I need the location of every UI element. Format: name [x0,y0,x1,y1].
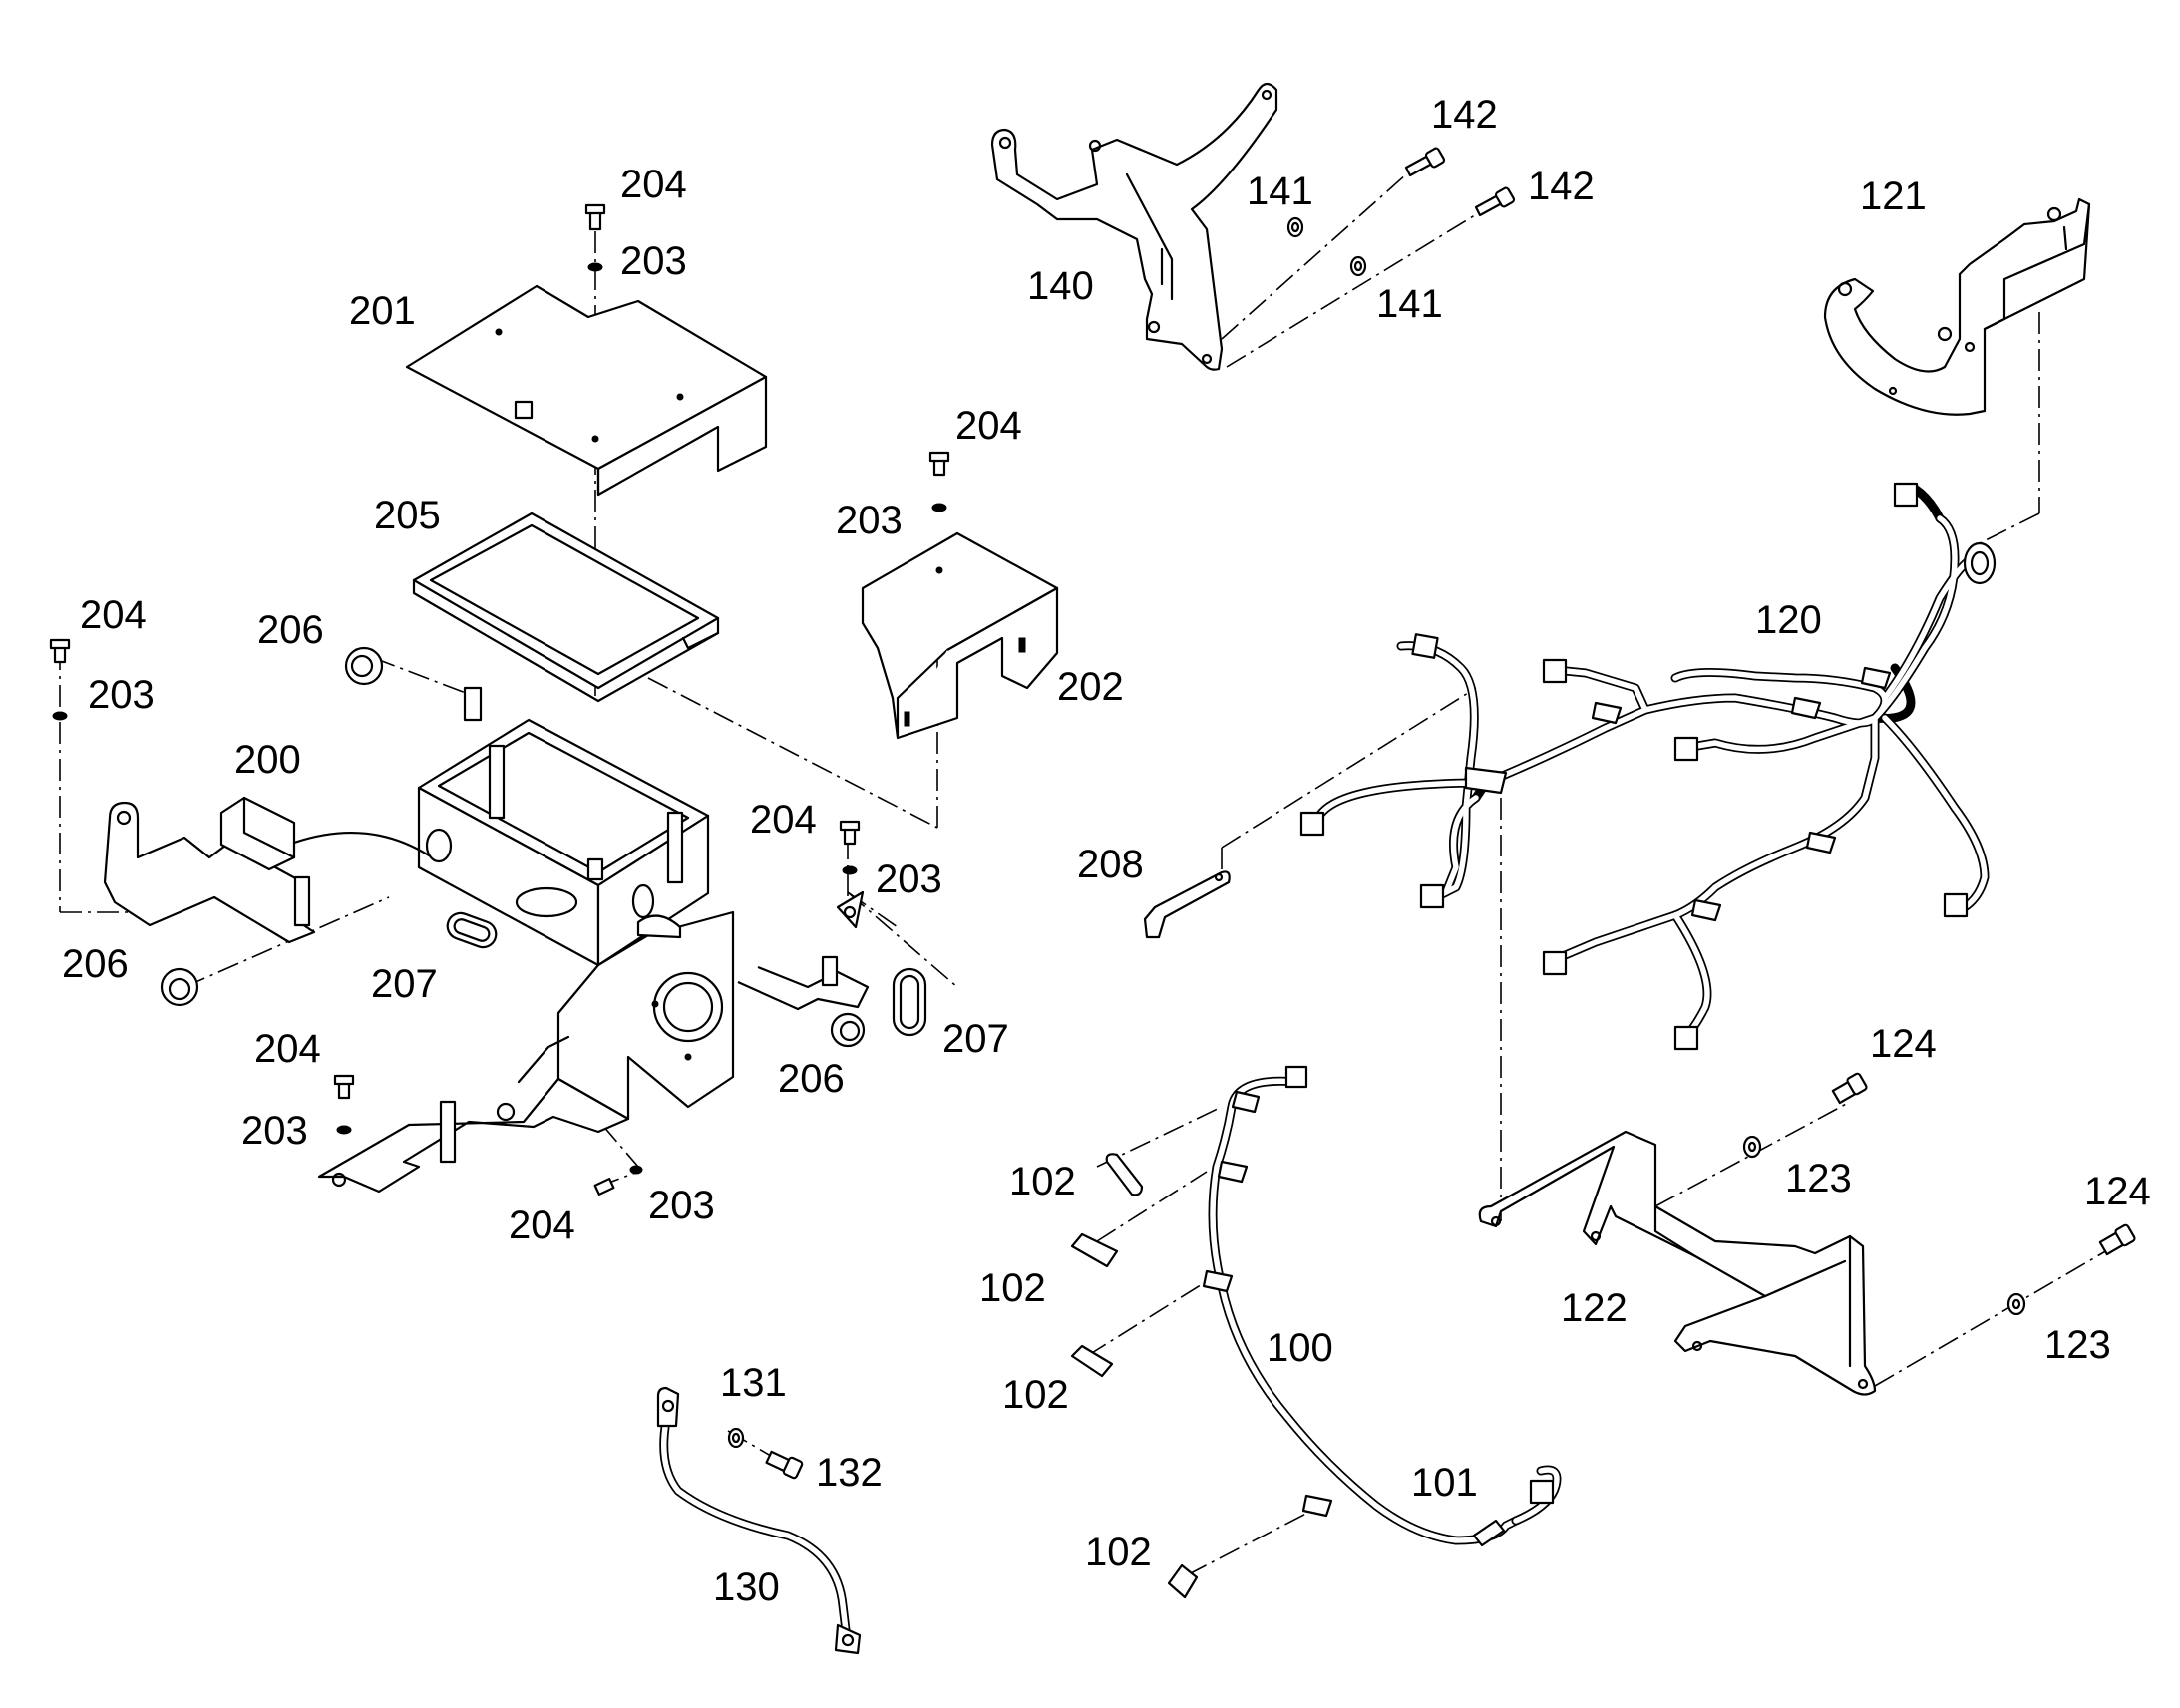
part-201-cover [405,284,768,497]
part-200-box [103,686,870,1194]
label-123: 123 [1785,1157,1852,1200]
callout-labels: 204 203 201 205 204 203 206 200 206 207 … [62,93,2151,1609]
label-208: 208 [1077,843,1144,886]
leader-lines [59,173,2115,1576]
part-205-gasket [412,512,720,703]
label-203: 203 [648,1184,715,1227]
part-120-harness [1299,482,1997,1051]
label-206: 206 [62,942,129,986]
part-122-bracket [1478,1130,1877,1396]
part-140-bracket [990,82,1278,371]
part-208-bracket [1143,870,1231,939]
label-140: 140 [1027,264,1094,308]
label-204: 204 [620,163,687,206]
label-203: 203 [620,239,687,283]
part-102-clips [1070,1153,1199,1599]
label-204: 204 [254,1027,321,1071]
label-102: 102 [1085,1531,1152,1574]
part-202-shield [861,531,1059,740]
label-131: 131 [720,1361,787,1405]
label-124: 124 [2084,1170,2151,1213]
part-130-cable [656,1386,862,1655]
label-124: 124 [1870,1022,1937,1066]
label-120: 120 [1755,598,1822,642]
label-200: 200 [234,738,301,782]
label-121: 121 [1860,174,1927,218]
label-102: 102 [979,1266,1046,1310]
label-102: 102 [1002,1373,1069,1417]
label-130: 130 [713,1565,780,1609]
label-100: 100 [1267,1326,1333,1370]
label-122: 122 [1561,1286,1628,1330]
label-206: 206 [257,608,324,652]
part-123-124-fasteners [1742,1072,2136,1316]
part-207-grommets [446,911,927,1037]
label-207: 207 [942,1017,1009,1061]
label-142: 142 [1431,93,1498,137]
label-204: 204 [750,798,817,842]
label-101: 101 [1411,1461,1478,1505]
part-100-harness [1202,1065,1562,1547]
label-141: 141 [1247,170,1313,213]
part-206-grommets [160,646,866,1048]
label-102: 102 [1009,1160,1076,1203]
label-203: 203 [88,673,155,717]
label-123: 123 [2044,1323,2111,1367]
label-142: 142 [1528,165,1595,208]
label-203: 203 [876,857,942,901]
label-204: 204 [509,1203,575,1247]
part-fasteners-203-204 [49,203,950,1196]
label-201: 201 [349,289,416,333]
part-141-142-fasteners [1286,147,1516,277]
part-121-bracket [1823,197,2091,416]
label-207: 207 [371,962,438,1006]
label-132: 132 [816,1451,883,1495]
label-204: 204 [955,404,1022,448]
label-203: 203 [836,499,903,542]
label-141: 141 [1376,282,1443,326]
label-203: 203 [241,1109,308,1153]
label-206: 206 [778,1057,845,1101]
label-202: 202 [1057,665,1124,709]
label-204: 204 [80,593,147,637]
label-205: 205 [374,494,441,537]
